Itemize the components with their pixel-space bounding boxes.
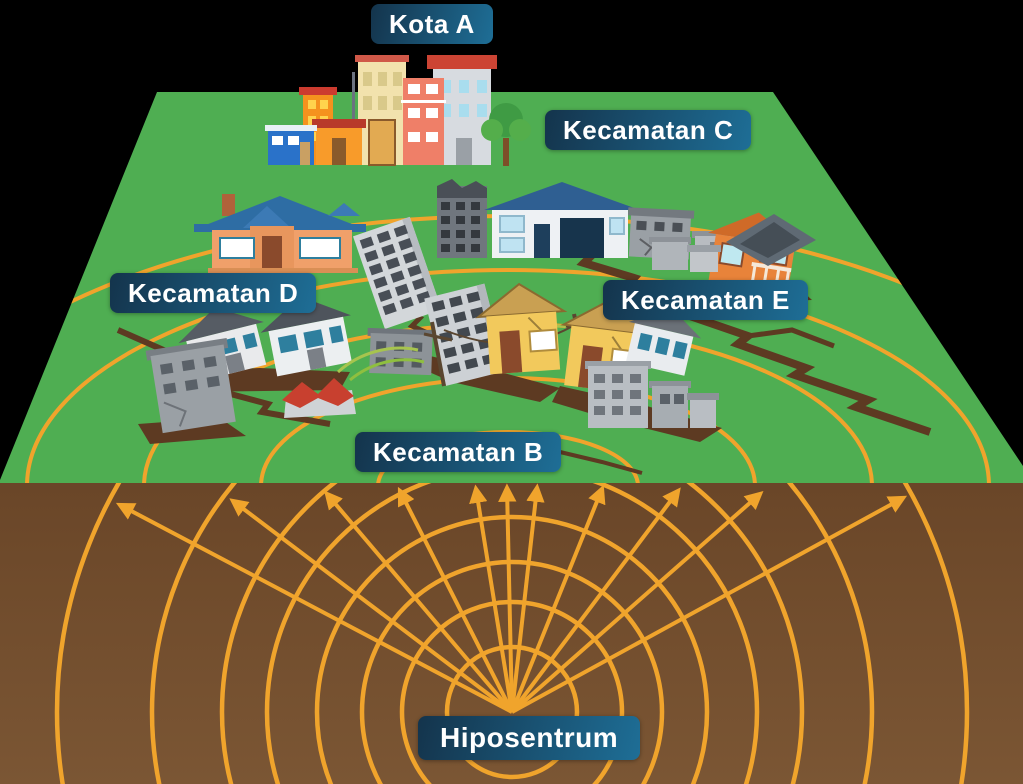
label-hiposentrum: Hiposentrum <box>418 716 641 760</box>
house-white-blue-roof <box>484 182 640 258</box>
windows <box>408 84 438 142</box>
label-kecamatan-c: Kecamatan C <box>545 110 752 150</box>
apartment-kecamatan-e <box>585 361 651 428</box>
seismic-rays <box>115 483 908 714</box>
roof-collapsed-dark <box>726 214 816 266</box>
block-gray-tilted <box>145 337 236 434</box>
windows <box>441 80 487 117</box>
label-kecamatan-b: Kecamatan B <box>355 432 562 472</box>
house-collapsed-red-roof <box>282 324 579 418</box>
houses-small-gray-e <box>649 381 719 428</box>
house-white-tilted-2 <box>260 296 352 377</box>
tree <box>481 103 531 166</box>
apartment-damaged <box>437 179 487 258</box>
house-blue-roof-kecamatan-d <box>194 194 366 273</box>
underground-wavefront-rings <box>54 483 970 784</box>
label-kecamatan-d: Kecamatan D <box>110 273 317 313</box>
label-kota-a: Kota A <box>371 4 493 44</box>
label-kecamatan-e: Kecamatan E <box>603 280 808 320</box>
house-yellow-cracked-1 <box>475 282 568 375</box>
tower-tilted-1 <box>353 216 442 330</box>
damaged-buildings <box>145 216 721 434</box>
arch-windows <box>363 72 402 110</box>
houses-small-gray-top-e <box>649 237 721 272</box>
city-kota-a <box>265 55 531 166</box>
